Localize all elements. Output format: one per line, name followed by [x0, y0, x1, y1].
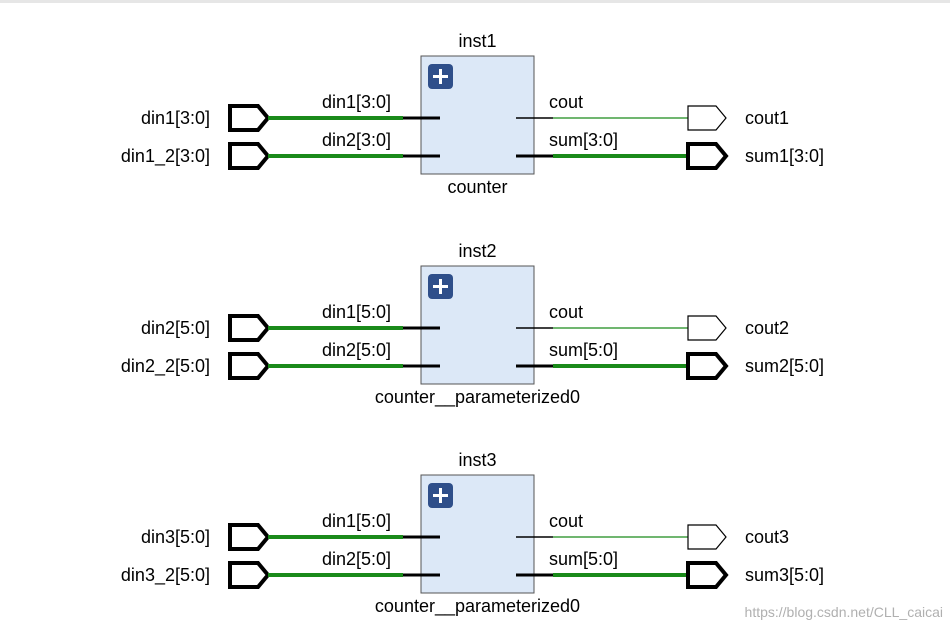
input-port-icon[interactable]: [228, 523, 271, 551]
input-port-label: din2[5:0]: [141, 318, 210, 338]
input-pin-label: din2[3:0]: [322, 130, 391, 150]
input-port-label: din2_2[5:0]: [121, 356, 210, 377]
output-port-icon[interactable]: [686, 142, 729, 170]
instance-name: inst2: [458, 241, 496, 261]
cell-type: counter__parameterized0: [375, 596, 580, 617]
input-pin-label: din1[5:0]: [322, 302, 391, 322]
input-port-icon[interactable]: [228, 142, 271, 170]
output-port-icon[interactable]: [687, 524, 727, 550]
output-pin-label: cout: [549, 511, 583, 531]
output-port-label: cout3: [745, 527, 789, 547]
input-pin-label: din1[3:0]: [322, 92, 391, 112]
input-port-icon[interactable]: [228, 104, 271, 132]
instance-inst1: inst1 counter din1[3:0] din1[3:0] din1_2[3:0…: [121, 31, 824, 197]
output-port-label: sum3[5:0]: [745, 565, 824, 585]
output-port-label: sum2[5:0]: [745, 356, 824, 376]
output-port-label: sum1[3:0]: [745, 146, 824, 166]
instance-inst3: inst3 counter__parameterized0 din3[5:0] din…: [121, 450, 824, 617]
instance-inst2: inst2 counter__parameterized0 din2[5:0] din…: [121, 241, 824, 408]
input-pin-label: din1[5:0]: [322, 511, 391, 531]
output-port-icon[interactable]: [686, 352, 729, 380]
instance-name: inst3: [458, 450, 496, 470]
input-pin-label: din2[5:0]: [322, 340, 391, 360]
output-port-icon[interactable]: [687, 105, 727, 131]
output-pin-label: sum[5:0]: [549, 340, 618, 360]
plus-icon[interactable]: [428, 274, 453, 299]
output-pin-label: cout: [549, 302, 583, 322]
input-port-label: din1_2[3:0]: [121, 146, 210, 167]
output-port-label: cout2: [745, 318, 789, 338]
output-port-label: cout1: [745, 108, 789, 128]
output-port-icon[interactable]: [686, 561, 729, 589]
input-port-icon[interactable]: [228, 561, 271, 589]
top-border: [0, 0, 950, 3]
plus-icon[interactable]: [428, 64, 453, 89]
input-port-icon[interactable]: [228, 314, 271, 342]
output-pin-label: sum[3:0]: [549, 130, 618, 150]
input-port-icon[interactable]: [228, 352, 271, 380]
cell-type: counter__parameterized0: [375, 387, 580, 408]
input-port-label: din3_2[5:0]: [121, 565, 210, 586]
input-pin-label: din2[5:0]: [322, 549, 391, 569]
output-pin-label: sum[5:0]: [549, 549, 618, 569]
cell-type: counter: [447, 177, 507, 197]
input-port-label: din3[5:0]: [141, 527, 210, 547]
plus-icon[interactable]: [428, 483, 453, 508]
watermark: https://blog.csdn.net/CLL_caicai: [745, 604, 943, 620]
output-pin-label: cout: [549, 92, 583, 112]
instance-name: inst1: [458, 31, 496, 51]
input-port-label: din1[3:0]: [141, 108, 210, 128]
output-port-icon[interactable]: [687, 315, 727, 341]
